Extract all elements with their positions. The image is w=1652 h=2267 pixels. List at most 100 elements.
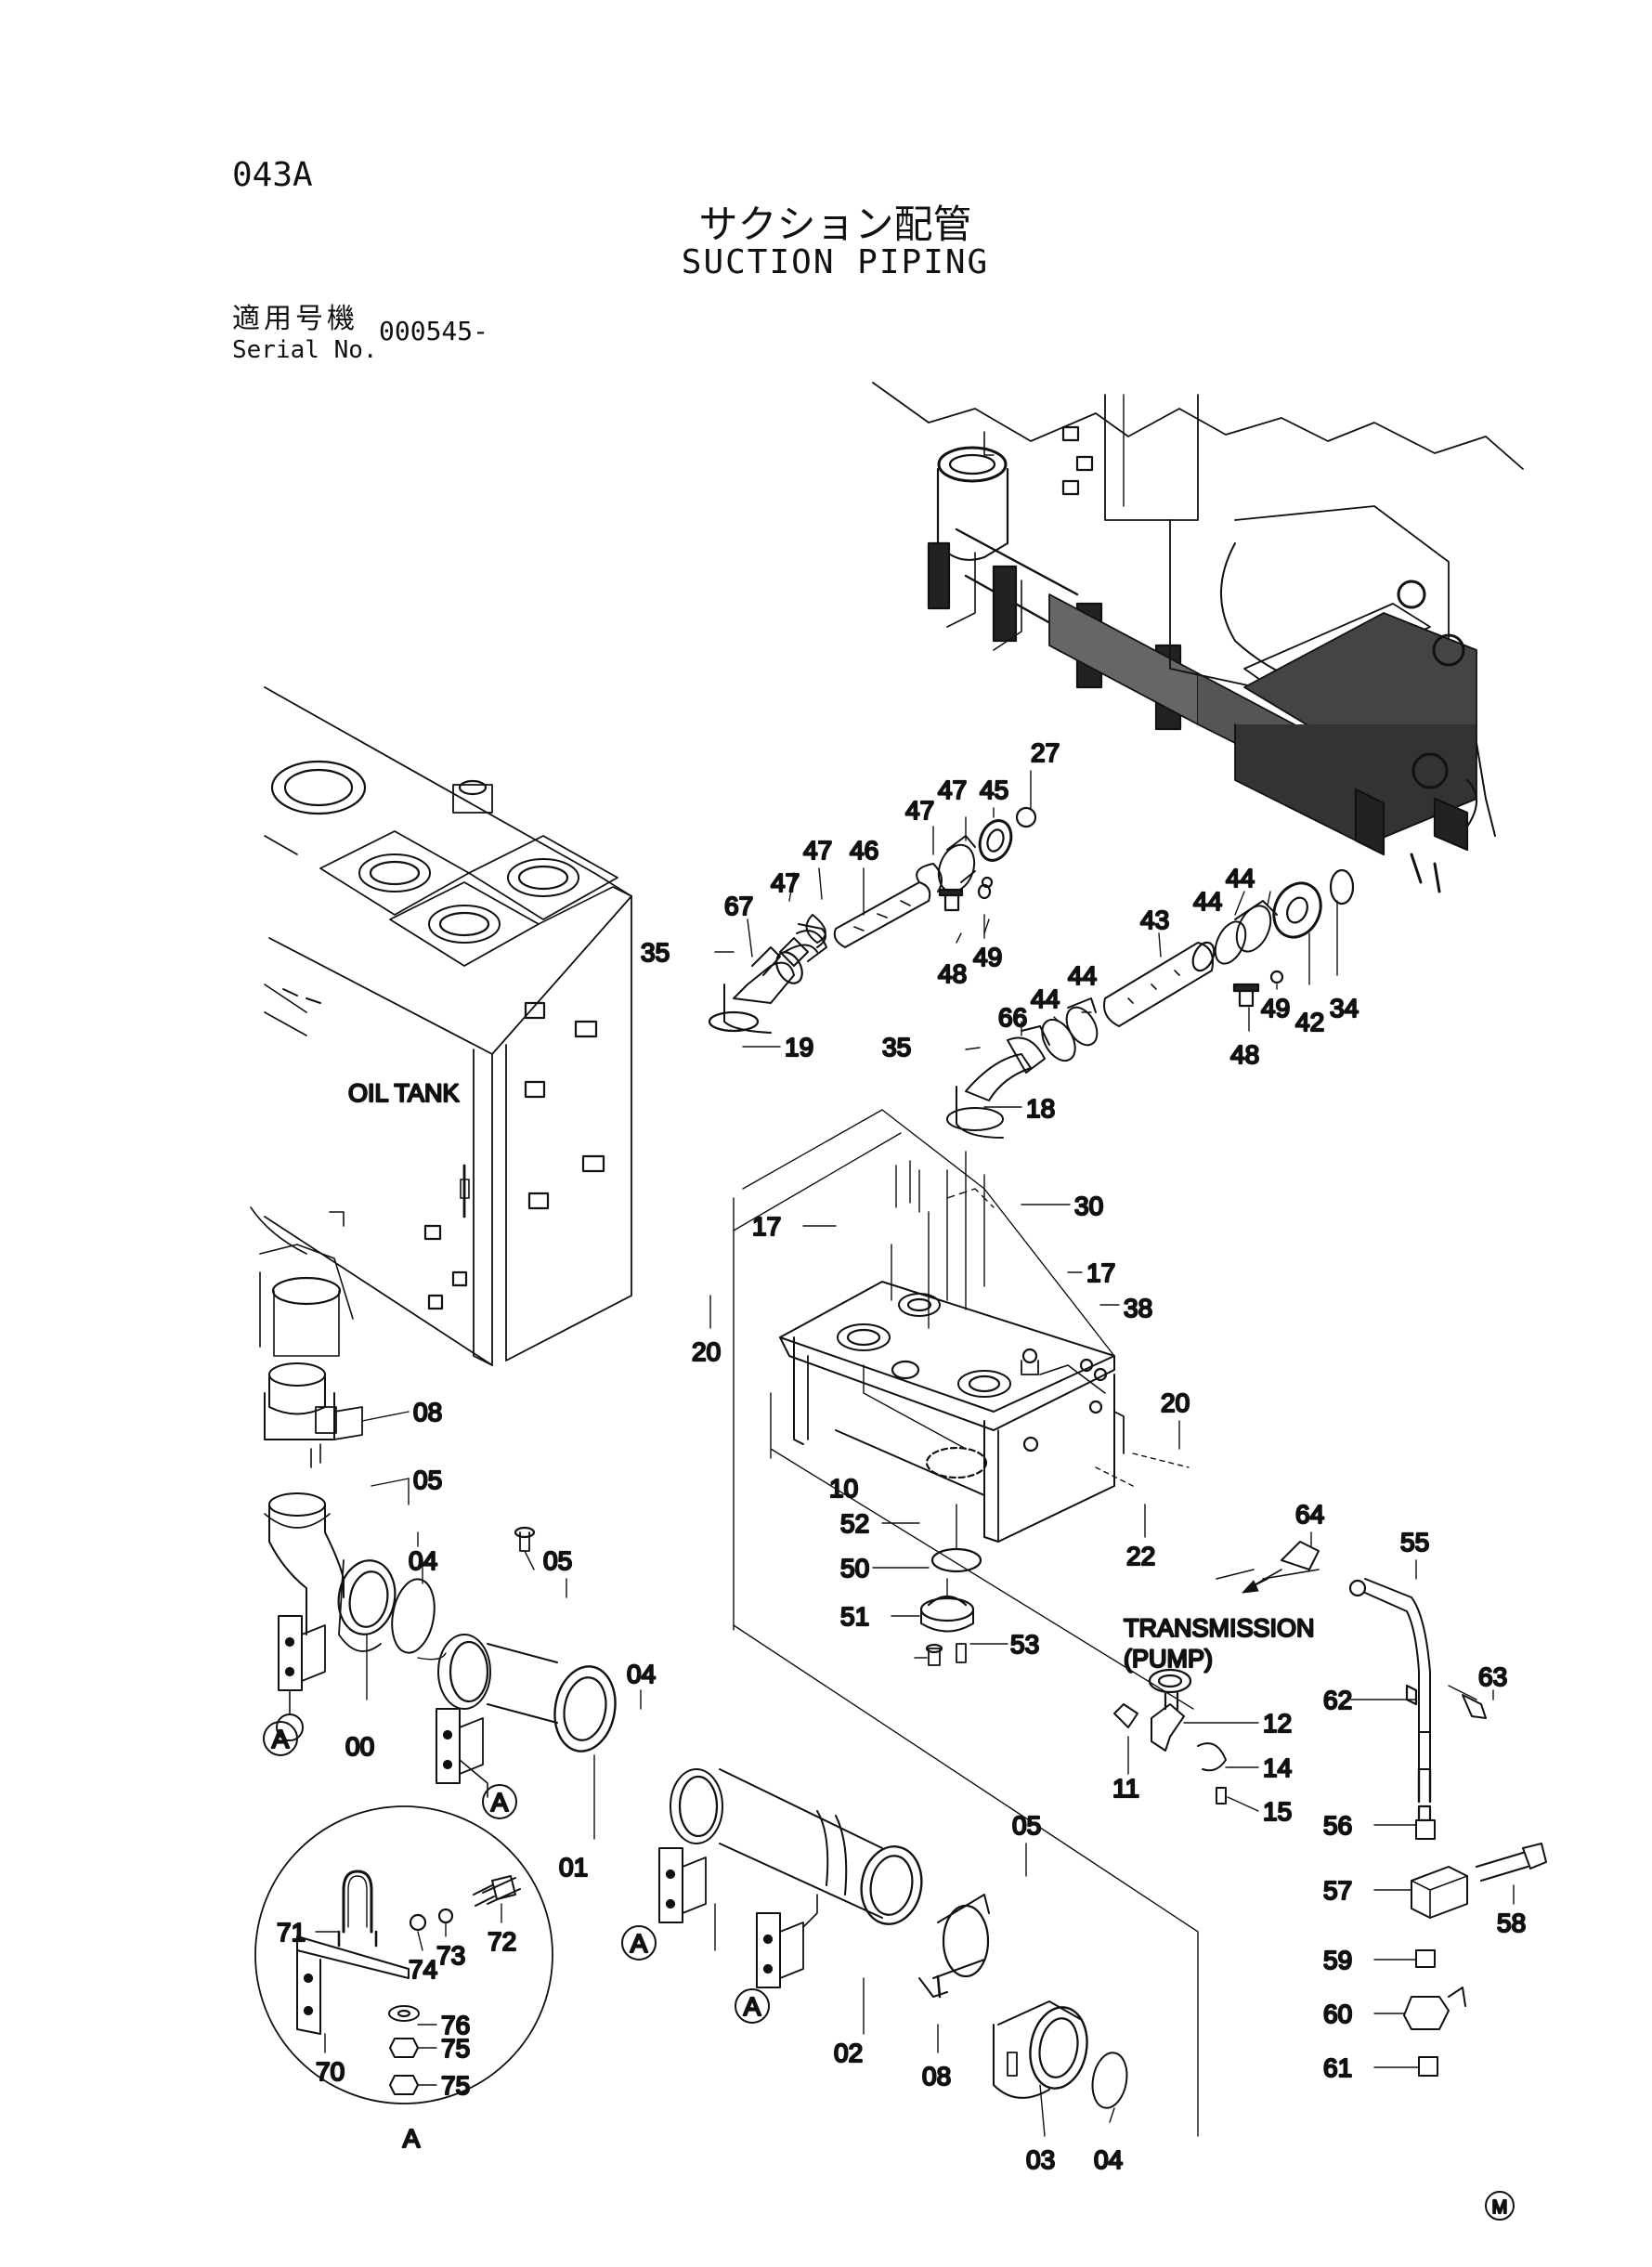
strainer-box [733, 1109, 1199, 2137]
callout-49-a: 49 [973, 943, 1002, 971]
transmission-line [1113, 1541, 1547, 2077]
callout-04-b: 04 [627, 1660, 656, 1688]
callout-59: 59 [1323, 1946, 1352, 1974]
callout-75-a: 75 [441, 2034, 470, 2063]
transmission-label: TRANSMISSION [1124, 1614, 1315, 1642]
ref-marker-a-4: A [744, 1992, 761, 2021]
callout-57: 57 [1323, 1876, 1352, 1905]
serial-label-japanese: 適用号機 [232, 303, 358, 335]
lower-hoses [946, 868, 1355, 1139]
callout-17-b: 17 [1086, 1258, 1115, 1287]
callout-52: 52 [840, 1509, 869, 1538]
callout-47-c: 47 [803, 836, 832, 865]
ref-marker-circle [621, 1925, 657, 1961]
callout-03: 03 [1026, 2145, 1055, 2174]
oil-tank-label: OIL TANK [348, 1079, 460, 1107]
callout-75-b: 75 [441, 2071, 470, 2100]
callout-05-c: 05 [1012, 1811, 1041, 1840]
callout-17-a: 17 [752, 1212, 781, 1241]
ref-marker-circle [482, 1784, 517, 1819]
callout-30: 30 [1074, 1192, 1103, 1220]
callout-63: 63 [1478, 1662, 1507, 1691]
callout-73: 73 [436, 1941, 465, 1970]
callout-20-a: 20 [692, 1337, 721, 1366]
callout-18: 18 [1026, 1094, 1055, 1123]
callout-34: 34 [1330, 994, 1359, 1023]
callout-11: 11 [1112, 1774, 1139, 1803]
callout-51: 51 [840, 1602, 869, 1631]
callout-76: 76 [441, 2011, 470, 2039]
upper-hoses [708, 806, 1037, 1034]
ref-marker-circle [263, 1721, 298, 1756]
callout-46: 46 [850, 836, 878, 865]
callout-14: 14 [1263, 1753, 1292, 1782]
callout-02: 02 [834, 2039, 863, 2067]
callout-70: 70 [316, 2057, 345, 2086]
callout-72: 72 [488, 1927, 516, 1956]
ref-marker-circle [735, 1988, 770, 2024]
callout-66: 66 [998, 1003, 1027, 1032]
callout-12: 12 [1263, 1709, 1292, 1738]
callout-05-b: 05 [543, 1546, 572, 1575]
callout-44-c: 44 [1031, 984, 1060, 1013]
callout-43: 43 [1140, 905, 1169, 934]
callout-47-b: 47 [905, 796, 934, 825]
corner-mark: M [1492, 2197, 1508, 2218]
callout-44-a: 44 [1226, 864, 1255, 892]
callout-48-a: 48 [938, 959, 967, 988]
callout-00: 00 [345, 1732, 374, 1761]
leader-lines [315, 770, 1515, 2137]
strainer-cover-parts [919, 1504, 982, 1666]
callout-27: 27 [1031, 738, 1060, 767]
serial-label-english: Serial No. [232, 336, 378, 364]
callout-38: 38 [1124, 1294, 1152, 1322]
transmission-arrow-head [1242, 1580, 1259, 1594]
callout-08-a: 08 [413, 1398, 442, 1427]
ref-marker-a-3: A [631, 1929, 648, 1958]
callout-44-b: 44 [1193, 887, 1222, 916]
callout-05-a: 05 [413, 1466, 442, 1494]
callout-47-d: 47 [771, 868, 800, 897]
callout-08-b: 08 [922, 2062, 951, 2091]
callout-19: 19 [785, 1033, 813, 1062]
title-japanese: サクション配管 [698, 202, 972, 247]
callout-55: 55 [1400, 1528, 1429, 1557]
callout-61: 61 [1323, 2053, 1352, 2082]
corner-mark-circle [1485, 2191, 1515, 2221]
callout-71: 71 [277, 1918, 306, 1947]
callout-04-c: 04 [1094, 2145, 1123, 2174]
callout-45: 45 [980, 775, 1008, 804]
callout-74: 74 [409, 1955, 437, 1984]
callout-22: 22 [1126, 1542, 1155, 1570]
callout-44-d: 44 [1068, 961, 1097, 990]
ref-marker-a-2: A [491, 1788, 509, 1817]
callout-64: 64 [1295, 1500, 1324, 1529]
callout-67: 67 [724, 892, 753, 920]
callout-48-b: 48 [1230, 1040, 1259, 1069]
callout-35-b: 35 [882, 1033, 911, 1062]
callout-49-b: 49 [1261, 994, 1290, 1023]
callout-58: 58 [1497, 1909, 1526, 1937]
callout-53: 53 [1010, 1630, 1039, 1659]
detail-a [254, 1805, 553, 2104]
ref-marker-a-1: A [272, 1725, 290, 1753]
callout-60: 60 [1323, 2000, 1352, 2028]
callout-15: 15 [1263, 1797, 1292, 1826]
callout-47-a: 47 [938, 775, 967, 804]
title-english: SUCTION PIPING [681, 243, 990, 281]
callout-04-a: 04 [409, 1546, 437, 1575]
callout-35-a: 35 [641, 938, 670, 967]
callout-62: 62 [1323, 1686, 1352, 1714]
callout-01: 01 [559, 1853, 588, 1882]
callout-42: 42 [1295, 1008, 1324, 1036]
suction-pipes [264, 1362, 1128, 2109]
engine-pump-assembly [872, 382, 1524, 893]
callout-20-b: 20 [1161, 1388, 1190, 1417]
serial-value: 000545- [379, 316, 489, 346]
callout-50: 50 [840, 1554, 869, 1583]
pump-label: (PUMP) [1124, 1645, 1213, 1673]
oil-tank [250, 686, 632, 1366]
detail-letter-a: A [403, 2124, 421, 2153]
diagram-code: 043A [232, 156, 313, 194]
